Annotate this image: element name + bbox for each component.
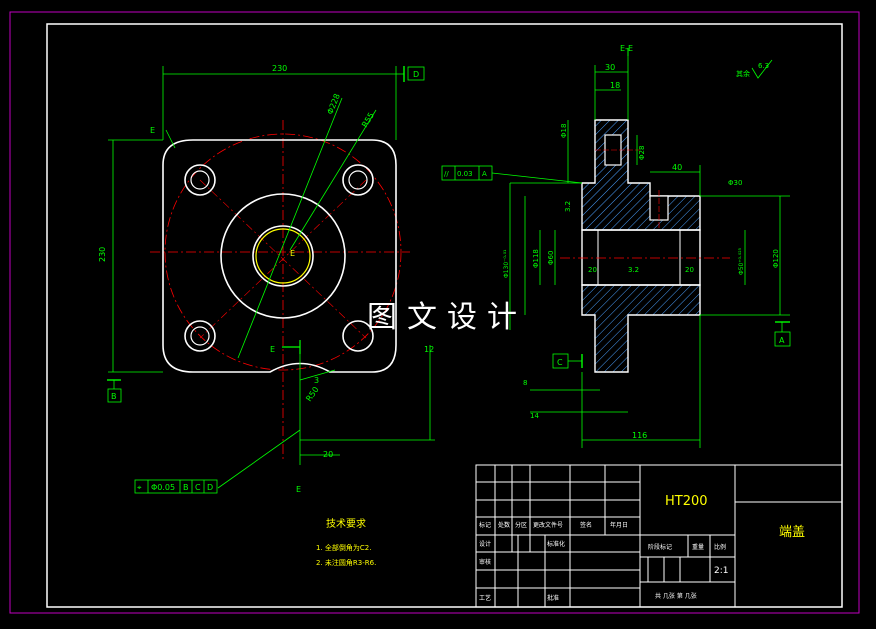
dim-sec-40: 40 [672,163,682,172]
dim-sec-33a: 3.2 [564,201,572,212]
tb-header-2: 分区 [515,521,527,529]
tech-req-item-1: 1. 全部倒角为C2. [316,543,371,552]
roughness-symbol: 6.3 其余 [736,59,773,79]
label-E-bottom: E [296,485,301,494]
dim-sec-phi130: Φ130⁻⁰·⁰¹ [503,249,510,278]
tb-header-1: 处数 [498,521,510,529]
tol-pos-datum-c: C [195,483,201,492]
tol-par-value: 0.03 [457,170,473,178]
tb-approve: 批准 [547,594,559,602]
tb-standard: 标准化 [547,540,565,548]
dim-sec-8: 8 [523,379,527,387]
dim-sec-20a: 20 [588,266,597,274]
dim-sec-14: 14 [530,412,539,420]
drawing-border [46,23,843,608]
tol-pos-datum-d: D [207,483,213,492]
datum-C-letter: C [557,358,563,367]
tb-header-4: 签名 [580,521,592,529]
dim-sec-phi50: Φ50⁺⁰·⁰²⁵ [738,247,745,275]
roughness-value: 6.3 [758,62,769,70]
dim-sec-33b: 3.2 [628,266,639,274]
dim-plan-3: 3 [314,376,319,385]
tech-req-item-2: 2. 未注圆角R3-R6. [316,558,376,567]
tb-scale-value: 2:1 [714,566,728,576]
dim-sec-phi120: Φ120 [772,249,780,268]
datum-D-letter: D [413,70,419,79]
tb-stage: 阶段标记 [648,543,672,551]
dim-sec-phi60: Φ60 [547,251,555,265]
tol-par-symbol: // [444,170,449,178]
datum-C: C [552,353,583,369]
dim-plan-20: 20 [323,450,333,459]
dim-sec-18: 18 [610,81,620,90]
tb-header-5: 年月日 [610,521,628,529]
tol-pos-symbol: ⌖ [137,483,142,492]
section-view [509,48,790,448]
tol-par-datum: A [482,170,487,178]
part-name: 端盖 [779,525,805,540]
tol-pos-value: Φ0.05 [151,483,175,492]
label-E-mid: E [270,345,275,354]
tb-header-3: 更改文件号 [533,521,563,529]
dim-plan-12: 12 [424,345,434,354]
tech-req-title: 技术要求 [326,517,366,530]
tb-review: 审核 [479,558,491,566]
dim-sec-phi28: Φ28 [638,146,646,160]
plan-view [108,66,435,489]
tb-header-0: 标记 [479,521,491,529]
dim-sec-30: 30 [605,63,615,72]
tb-design: 设计 [479,540,491,548]
dim-sec-phi30: Φ30 [728,179,742,187]
datum-B: B [107,379,122,403]
tb-weight: 重量 [692,543,704,551]
dim-sec-20b: 20 [685,266,694,274]
tolerance-frame-position: ⌖ Φ0.05 B C D [134,479,218,494]
dim-top-width: 230 [272,64,287,73]
label-E-top: E [150,126,155,135]
material: HT200 [665,494,708,509]
dim-left-height: 230 [98,247,107,262]
datum-B-letter: B [111,392,117,401]
dim-sec-phi118: Φ118 [532,249,540,268]
dim-sec-116: 116 [632,431,647,440]
tb-scale: 比例 [714,543,726,551]
label-E-center: E [290,249,295,258]
dim-plan-r50: R50 [304,385,320,403]
datum-A: A [774,321,791,347]
dim-sec-phi18: Φ18 [560,124,568,138]
tolerance-frame-parallel: // 0.03 A [441,165,583,184]
section-label: E-E [620,44,633,53]
title-block [475,464,843,608]
roughness-note: 其余 [736,69,750,78]
watermark: 图文设计 [367,300,527,335]
tol-pos-datum-b: B [183,483,189,492]
tb-process: 工艺 [479,594,491,602]
datum-A-letter: A [779,336,785,345]
tb-sheets: 共 几张 第 几张 [655,592,697,600]
outer-frame [9,11,860,614]
datum-D: D [396,66,425,82]
